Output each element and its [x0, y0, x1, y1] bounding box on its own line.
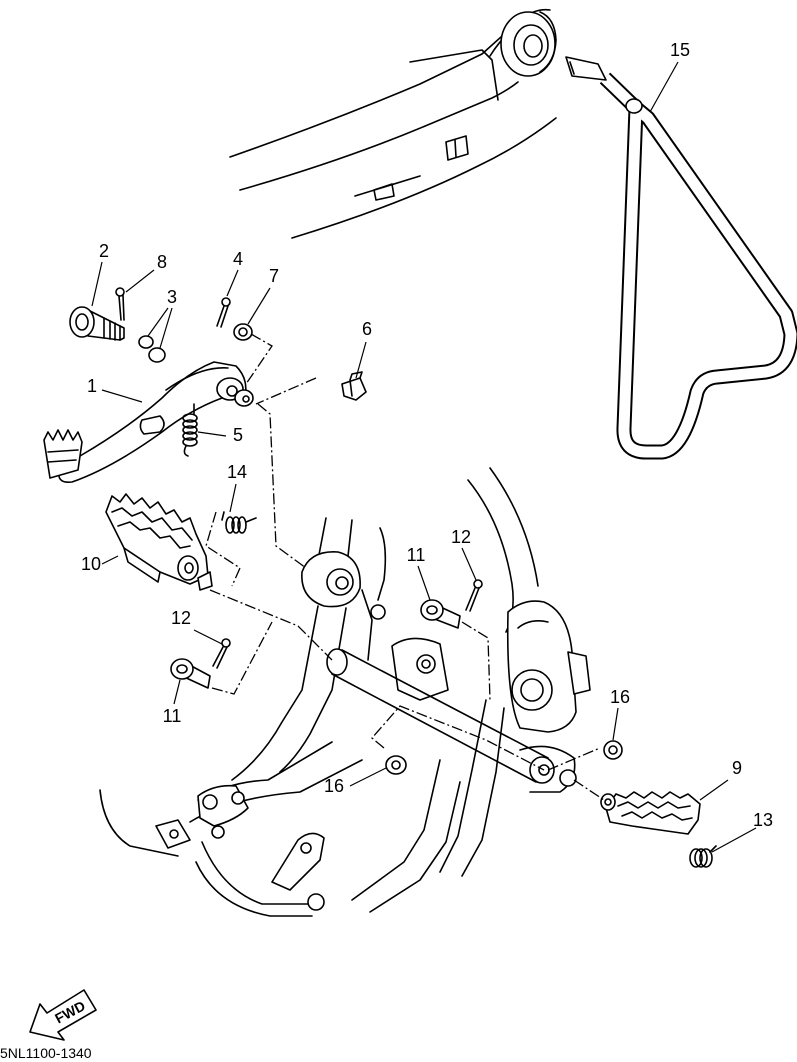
assembly-lines: [205, 333, 605, 801]
callout-5: 5: [233, 425, 243, 445]
callout-8: 8: [157, 252, 167, 272]
callout-16-right: 16: [610, 687, 630, 707]
cotter-pin-12-lower: [212, 638, 231, 669]
cotter-pin-4: [216, 297, 231, 328]
side-stand: [565, 56, 797, 460]
part-code: 5NL1100-1340: [0, 1045, 92, 1061]
callout-7: 7: [269, 266, 279, 286]
bolt-11-lower: [170, 658, 211, 689]
bolt-11-upper: [420, 599, 461, 629]
callout-14: 14: [227, 462, 247, 482]
spring-13: [689, 845, 717, 868]
fwd-arrow-icon: FWD: [29, 989, 97, 1041]
callout-12-lower: 12: [171, 608, 191, 628]
callout-1: 1: [87, 376, 97, 396]
washer-16-left: [385, 755, 407, 775]
spring-14: [221, 511, 257, 534]
pivot-bolt: [69, 306, 125, 341]
swingarm: [229, 8, 557, 239]
footrest-right: [600, 791, 701, 835]
callout-16-left: 16: [324, 776, 344, 796]
cotter-pin-8: [115, 287, 125, 321]
callout-2: 2: [99, 241, 109, 261]
spring-5: [182, 403, 198, 457]
washer-7: [233, 323, 253, 341]
callout-10: 10: [81, 554, 101, 574]
leader-lines: [91, 61, 757, 853]
callouts: 1 2 8 3 4 7 6 5 14 10 12 11 12 11 15 16 …: [81, 40, 773, 830]
washer-16-right: [603, 740, 623, 760]
bracket-6: [341, 371, 367, 401]
callout-11-upper: 11: [407, 545, 426, 565]
cotter-pin-12-upper: [465, 579, 483, 612]
o-rings: [138, 335, 166, 363]
callout-11-lower: 11: [163, 706, 182, 726]
footrest-left: [105, 493, 213, 591]
callout-6: 6: [362, 319, 372, 339]
callout-3: 3: [167, 287, 177, 307]
frame: [99, 467, 591, 917]
callout-12-upper: 12: [451, 527, 471, 547]
callout-9: 9: [732, 758, 742, 778]
callout-4: 4: [233, 249, 243, 269]
callout-13: 13: [753, 810, 773, 830]
callout-15: 15: [670, 40, 690, 60]
pedal-clip: [139, 415, 165, 435]
